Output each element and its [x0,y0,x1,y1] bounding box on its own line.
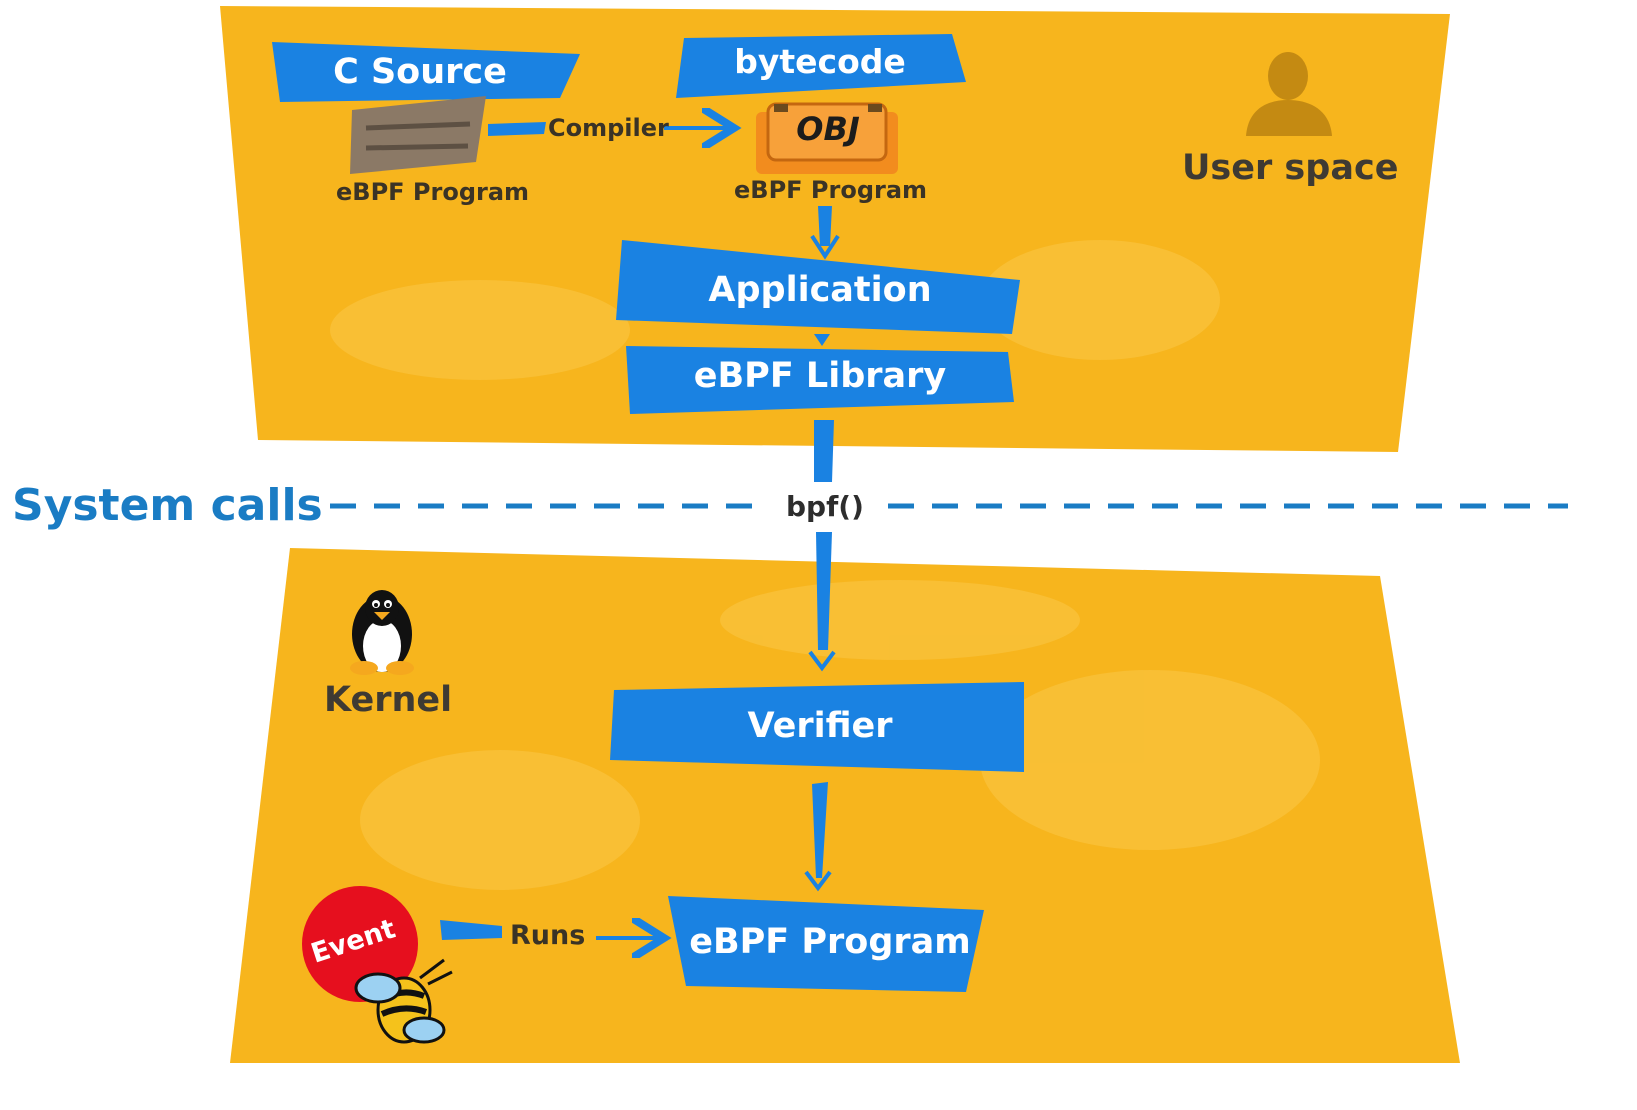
object-caption: eBPF Program [734,176,928,204]
syscall-label: System calls [12,480,323,531]
kernel-program-box [668,896,984,992]
runs-label: Runs [510,920,586,951]
kernel-program-label: eBPF Program [689,922,971,962]
kernel-zone [230,548,1460,1063]
library-to-syscall-connector [814,420,834,482]
ebpf-architecture-diagram: C Source bytecode eBPF Program Compiler … [12,6,1568,1063]
tux-penguin-icon [350,590,414,675]
compiler-arrow-tail [488,122,546,136]
c-source-box [272,42,580,102]
source-file-icon [350,96,486,174]
c-source-label: C Source [333,52,507,92]
library-label: eBPF Library [693,356,947,396]
bee-icon [354,958,453,1044]
application-label: Application [708,270,932,310]
verifier-to-program-arrowhead [804,870,832,892]
verifier-to-program-connector [812,782,828,878]
bytecode-box [676,34,966,98]
verifier-box [610,682,1024,772]
syscall-arrowhead [808,650,836,672]
zone-texture [330,240,1320,890]
application-box [616,240,1020,334]
library-box [626,346,1014,414]
kernel-label: Kernel [324,680,453,720]
bpf-call-label: bpf() [786,490,864,523]
application-to-library-arrow [814,334,830,346]
bytecode-label: bytecode [734,42,906,81]
obj-to-application-connector [818,206,832,246]
diagram-canvas [220,6,1568,1063]
user-icon [1246,52,1332,136]
event-circle [302,886,418,1002]
obj-to-application-arrowhead [810,234,840,260]
verifier-label: Verifier [747,706,893,746]
runs-arrow-tail [440,920,502,940]
obj-badge-label: OBJ [796,110,860,148]
user-space-zone [220,6,1450,452]
object-file-icon [756,102,898,174]
syscall-to-verifier-connector [816,532,832,650]
source-caption: eBPF Program [336,178,530,206]
user-space-label: User space [1182,148,1399,188]
compiler-label: Compiler [548,114,669,142]
